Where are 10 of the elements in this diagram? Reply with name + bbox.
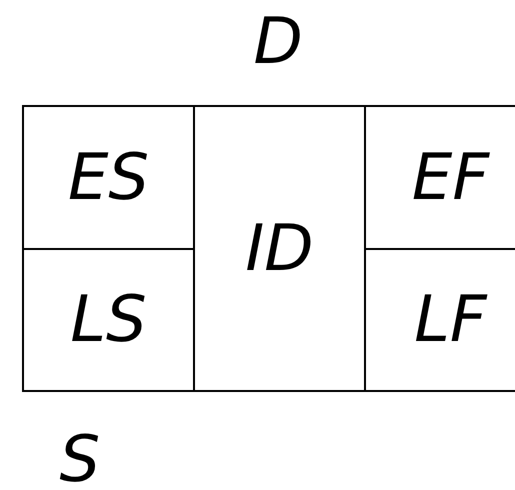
field-abbreviation: LF bbox=[414, 288, 487, 352]
field-abbreviation: ES bbox=[68, 146, 150, 210]
field-abbreviation: S bbox=[60, 428, 100, 490]
field-abbreviation: ID bbox=[245, 216, 314, 280]
field-abbreviation: D bbox=[254, 10, 303, 74]
grid-cell bbox=[22, 248, 195, 392]
field-abbreviation: LS bbox=[70, 288, 147, 352]
grid-cell bbox=[22, 105, 195, 250]
grid-cell bbox=[193, 105, 366, 392]
field-abbreviation: EF bbox=[412, 146, 490, 210]
